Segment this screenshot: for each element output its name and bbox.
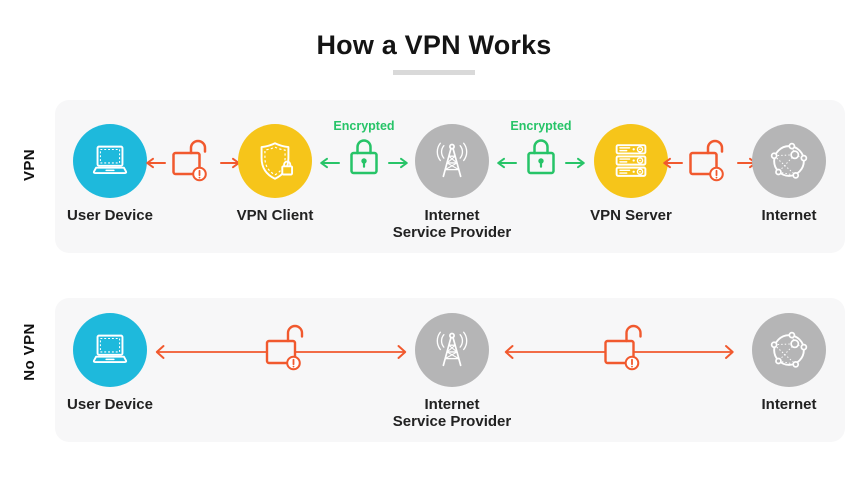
node-label: VPN Server	[590, 207, 672, 224]
connector-isp-to-internet-unsecured	[504, 324, 734, 371]
node-label: Internet Service Provider	[392, 396, 512, 430]
node-label: Internet	[761, 396, 817, 413]
node-user-device: User Device	[40, 124, 180, 224]
node-isp: Internet Service Provider	[382, 124, 522, 241]
arrow-left-icon	[497, 157, 517, 169]
node-internet: Internet	[719, 124, 859, 224]
network-globe-icon	[770, 331, 808, 368]
lock-closed-icon	[350, 139, 378, 175]
node-label: User Device	[67, 207, 153, 224]
node-internet-novpn: Internet	[719, 313, 859, 413]
node-isp-novpn: Internet Service Provider	[382, 313, 522, 430]
arrow-left-icon	[663, 157, 683, 169]
node-label: VPN Client	[236, 207, 314, 224]
lock-open-warning-icon	[604, 324, 642, 371]
internet-circle	[752, 124, 826, 198]
node-vpn-client: VPN Client	[205, 124, 345, 224]
connector-client-to-isp: Encrypted	[318, 119, 410, 178]
laptop-icon	[92, 334, 128, 364]
encrypted-label: Encrypted	[510, 119, 572, 133]
radio-tower-icon	[436, 331, 468, 367]
connector-device-to-isp-unsecured	[155, 324, 407, 371]
connector-isp-to-server: Encrypted	[495, 119, 587, 178]
row-label-no-vpn: No VPN	[21, 323, 38, 381]
node-label: Internet Service Provider	[392, 207, 512, 241]
lock-closed-icon	[527, 139, 555, 175]
row-label-vpn: VPN	[21, 148, 38, 182]
node-user-device-novpn: User Device	[40, 313, 180, 413]
lock-open-warning-icon	[265, 324, 304, 371]
arrow-left-icon	[146, 157, 166, 169]
isp-circle	[415, 124, 489, 198]
node-vpn-server: VPN Server	[561, 124, 701, 224]
encrypted-label: Encrypted	[333, 119, 395, 133]
laptop-icon	[92, 145, 128, 175]
vpn-server-circle	[594, 124, 668, 198]
user-device-circle	[73, 124, 147, 198]
isp-circle	[415, 313, 489, 387]
server-stack-icon	[615, 144, 647, 177]
title-underline	[393, 70, 475, 75]
arrow-left-icon	[320, 157, 340, 169]
internet-circle	[752, 313, 826, 387]
page-title: How a VPN Works	[316, 30, 552, 60]
user-device-circle	[73, 313, 147, 387]
network-globe-icon	[770, 142, 808, 179]
shield-lock-icon	[260, 142, 294, 180]
node-label: User Device	[67, 396, 153, 413]
radio-tower-icon	[436, 142, 468, 178]
vpn-client-circle	[238, 124, 312, 198]
node-label: Internet	[761, 207, 817, 224]
